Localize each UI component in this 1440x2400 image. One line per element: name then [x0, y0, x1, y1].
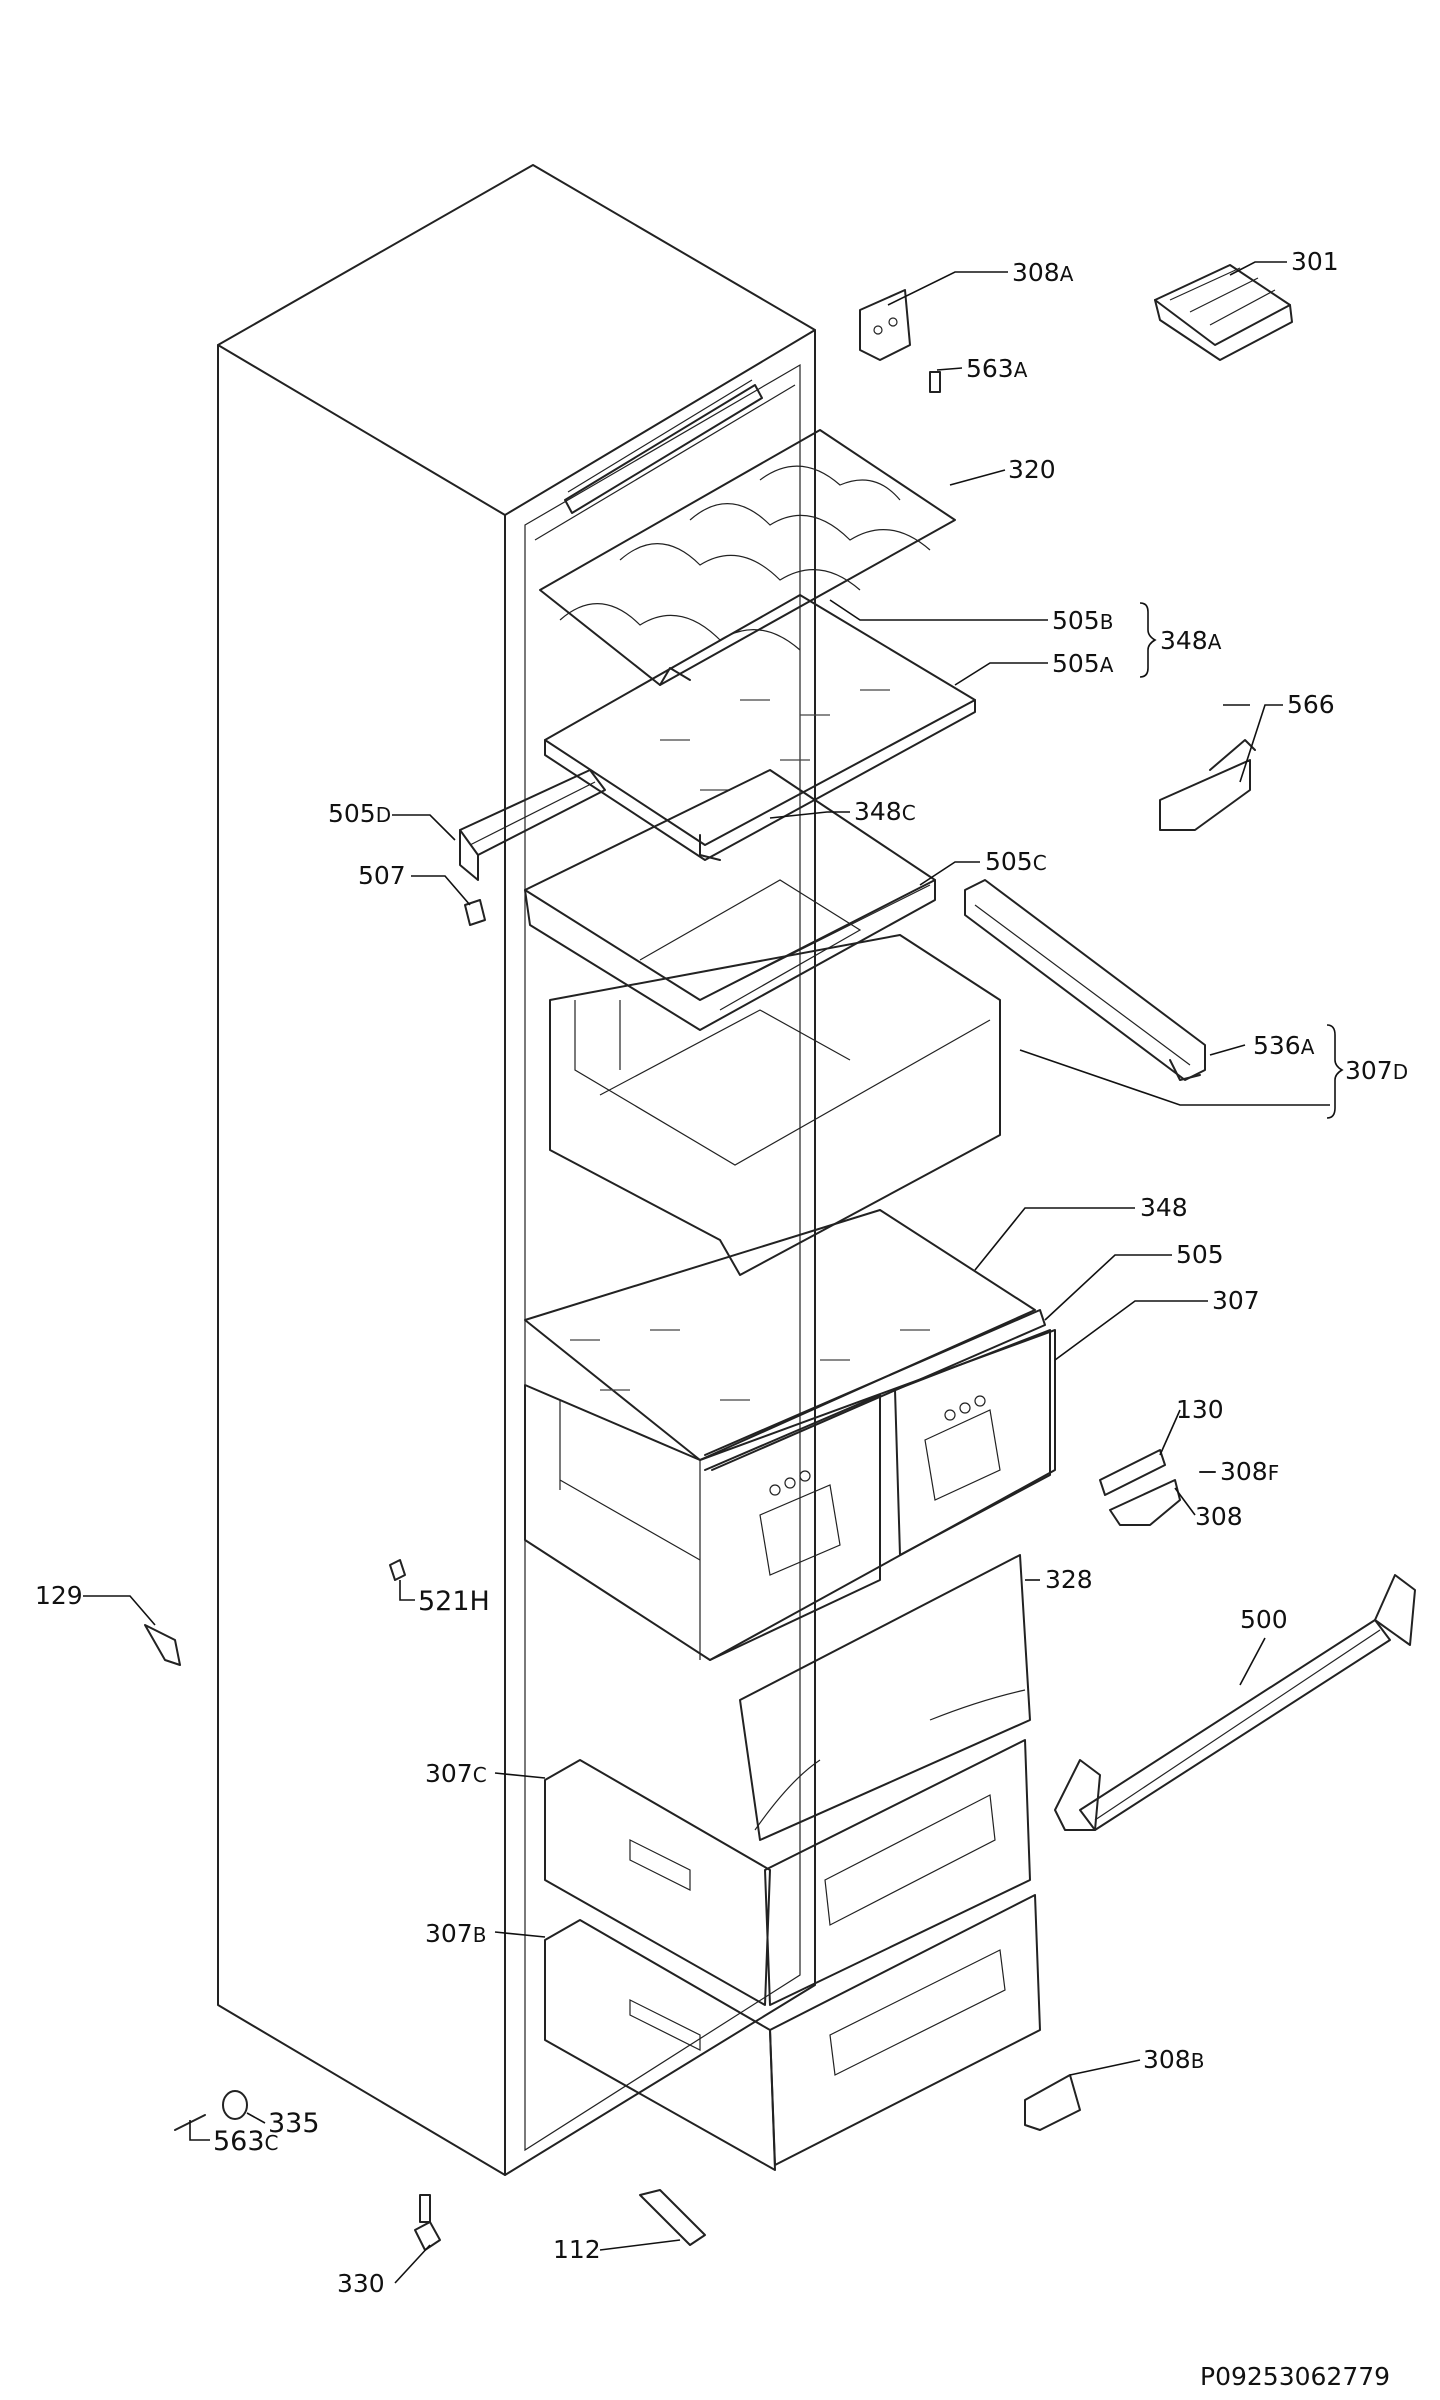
label-348: 348: [1140, 1193, 1188, 1222]
label-307b: 307B: [425, 1919, 486, 1948]
label-129: 129: [35, 1581, 83, 1610]
label-335: 335: [268, 2108, 320, 2139]
crisper-bin-upper: [549, 934, 1001, 1276]
small-parts: [144, 264, 1293, 2251]
label-307d: 307D: [1345, 1056, 1408, 1085]
label-308a: 308A: [1012, 258, 1074, 287]
drawing-code: P09253062779: [1200, 2362, 1390, 2391]
label-301: 301: [1291, 247, 1339, 276]
part-labels: 308A 301 563A 320 505B 348A 505A 566 505…: [35, 247, 1408, 2298]
label-505: 505: [1176, 1240, 1224, 1269]
wine-rack: [539, 429, 956, 686]
label-505b: 505B: [1052, 606, 1113, 635]
label-505c: 505C: [985, 847, 1047, 876]
label-505a: 505A: [1052, 649, 1114, 678]
door-bar-500: [1054, 1574, 1416, 1831]
label-505d: 505D: [328, 799, 391, 828]
label-320: 320: [1008, 455, 1056, 484]
drawer-307b: [544, 1894, 1041, 2171]
label-308b: 308B: [1143, 2045, 1204, 2074]
cover-plate-328: [739, 1554, 1031, 1841]
label-308f: 308F: [1220, 1457, 1279, 1486]
label-500: 500: [1240, 1605, 1288, 1634]
label-112: 112: [553, 2235, 601, 2264]
label-536a: 536A: [1253, 1031, 1315, 1060]
label-307c: 307C: [425, 1759, 487, 1788]
divider-536a: [964, 879, 1206, 1081]
label-348a: 348A: [1160, 626, 1222, 655]
label-130: 130: [1176, 1395, 1224, 1424]
label-308: 308: [1195, 1502, 1243, 1531]
shelf-frame-505d: [459, 769, 606, 881]
leader-lines: [83, 261, 1330, 2284]
label-307: 307: [1212, 1286, 1260, 1315]
label-563a: 563A: [966, 354, 1028, 383]
glass-shelf-348: [524, 1209, 1036, 1461]
cabinet-body: [217, 164, 816, 2176]
drawer-307: [524, 1309, 1056, 1661]
label-330: 330: [337, 2269, 385, 2298]
label-521h: 521H: [418, 1586, 490, 1617]
label-328: 328: [1045, 1565, 1093, 1594]
shelf-348c: [524, 769, 936, 1031]
grouping-braces: [1139, 602, 1344, 1119]
label-566: 566: [1287, 690, 1335, 719]
glass-shelf-348a: [544, 594, 976, 861]
label-507: 507: [358, 861, 406, 890]
drawer-307c: [544, 1739, 1031, 2006]
label-563c: 563C: [213, 2126, 279, 2157]
label-348c: 348C: [854, 797, 916, 826]
